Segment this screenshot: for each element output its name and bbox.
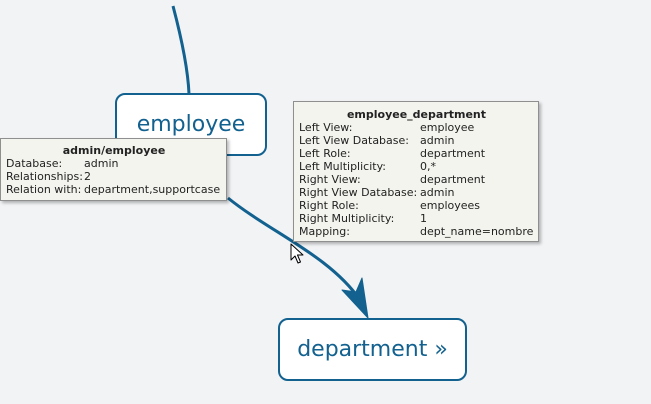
relation-tooltip-row: Right View Database: admin: [299, 186, 534, 199]
relation-tooltip-row: Left Role: department: [299, 147, 534, 160]
tooltip-value: 0,*: [420, 160, 436, 173]
relation-tooltip-row: Mapping: dept_name=nombre: [299, 225, 534, 238]
node-tooltip-row: Relation with: department,supportcase: [6, 183, 222, 196]
tooltip-key: Left View:: [299, 121, 353, 134]
node-employee-label: employee: [136, 112, 246, 137]
edge-employee-department[interactable]: [227, 196, 362, 301]
relation-tooltip: employee_department Left View: employee …: [293, 101, 539, 242]
tooltip-value: department: [420, 173, 486, 186]
tooltip-value: department,supportcase: [84, 183, 221, 196]
relation-tooltip-row: Left View Database: admin: [299, 134, 534, 147]
tooltip-key: Left Multiplicity:: [299, 160, 387, 173]
tooltip-value: 1: [420, 212, 427, 225]
tooltip-value: employees: [420, 199, 481, 212]
node-employee[interactable]: employee: [115, 93, 267, 156]
tooltip-key: Left Role:: [299, 147, 351, 160]
tooltip-key: Right View Database:: [299, 186, 418, 199]
tooltip-key: Left View Database:: [299, 134, 409, 147]
mouse-pointer-icon: [290, 243, 304, 264]
relation-tooltip-row: Right Multiplicity: 1: [299, 212, 534, 225]
tooltip-key: Database:: [6, 157, 63, 170]
node-tooltip: admin/employee Database: admin Relations…: [0, 138, 227, 201]
tooltip-value: admin: [420, 186, 455, 199]
arrowhead-icon: [341, 277, 369, 319]
tooltip-value: 2: [84, 170, 91, 183]
relation-tooltip-row: Right View: department: [299, 173, 534, 186]
node-department[interactable]: department »: [278, 318, 467, 381]
tooltip-value: admin: [84, 157, 119, 170]
relation-tooltip-title: employee_department: [346, 108, 487, 121]
tooltip-key: Relation with:: [6, 183, 82, 196]
tooltip-value: dept_name=nombre: [420, 225, 534, 238]
tooltip-key: Mapping:: [299, 225, 350, 238]
edge-incoming-employee[interactable]: [171, 5, 191, 95]
tooltip-key: Relationships:: [6, 170, 83, 183]
node-department-label: department »: [297, 337, 448, 362]
tooltip-value: employee: [420, 121, 475, 134]
relation-tooltip-row: Right Role: employees: [299, 199, 534, 212]
tooltip-value: department: [420, 147, 486, 160]
node-tooltip-row: Relationships: 2: [6, 170, 222, 183]
tooltip-key: Right View:: [299, 173, 361, 186]
relation-tooltip-row: Left Multiplicity: 0,*: [299, 160, 534, 173]
tooltip-key: Right Role:: [299, 199, 359, 212]
relation-tooltip-row: Left View: employee: [299, 121, 534, 134]
node-tooltip-title: admin/employee: [62, 144, 166, 157]
tooltip-key: Right Multiplicity:: [299, 212, 395, 225]
tooltip-value: admin: [420, 134, 455, 147]
node-tooltip-row: Database: admin: [6, 157, 222, 170]
